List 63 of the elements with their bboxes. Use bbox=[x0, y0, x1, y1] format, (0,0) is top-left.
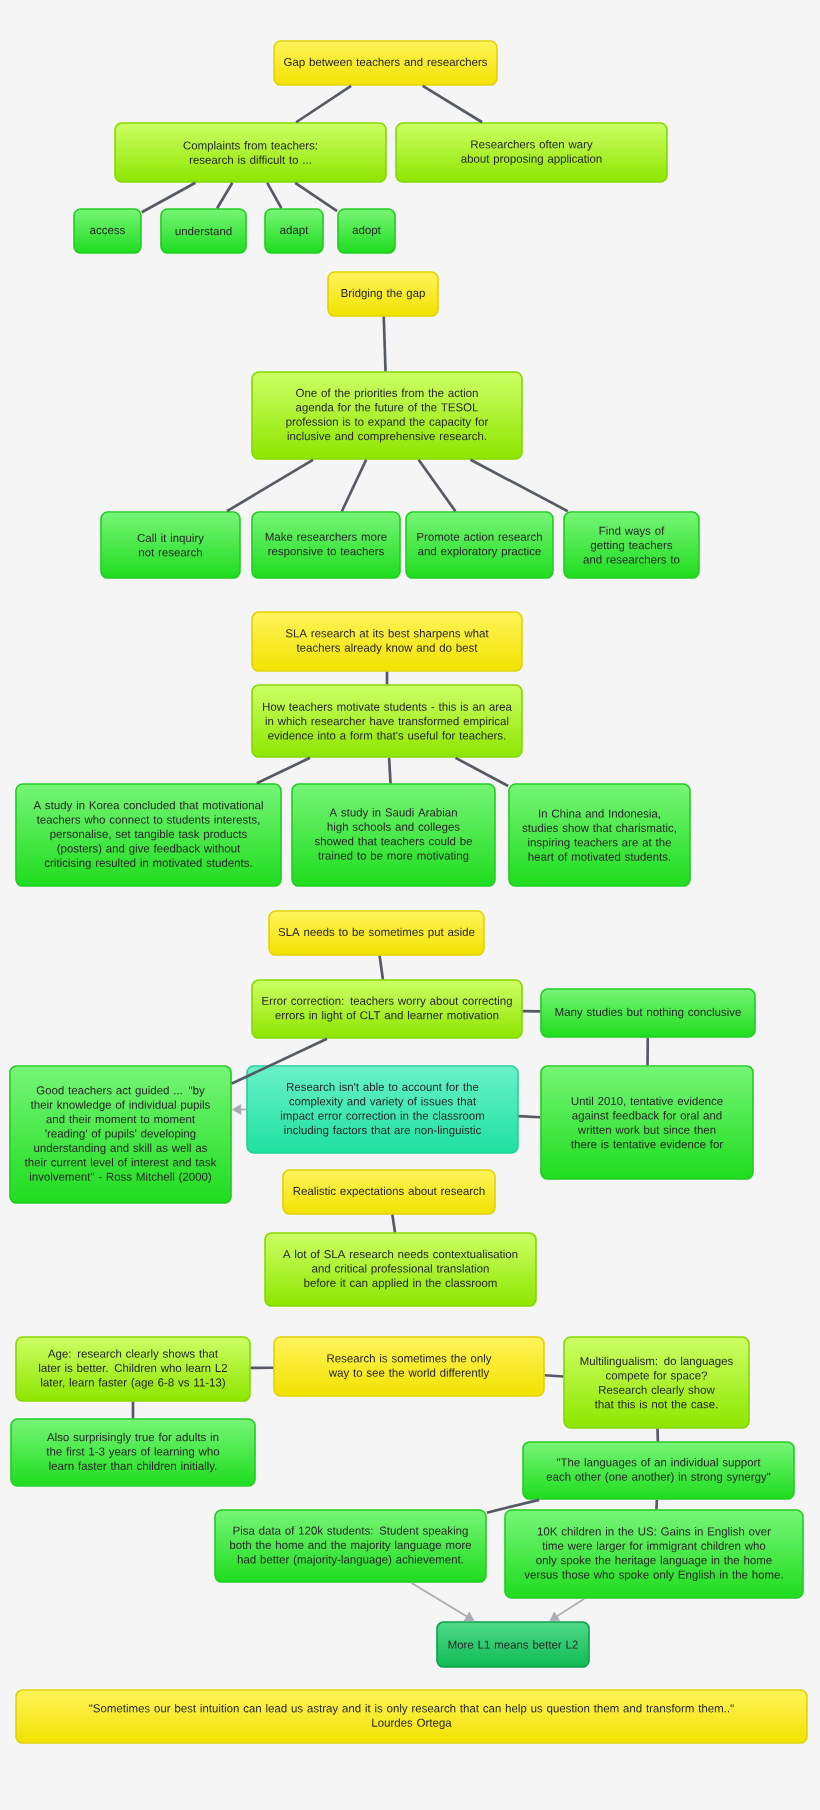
note-box: Good teachers act guided ... "by their knowledge of individual pupils and their moment to moment 'reading' of pupils' developing understanding and skill as well as their current level of interest and task involvement" - Ross Mitchell (2000) bbox=[9, 1065, 232, 1204]
topic-box: Age: research clearly shows that later is better. Children who learn L2 later, learn faster (age 6-8 vs 11-13) bbox=[15, 1336, 251, 1402]
topic-box: One of the priorities from the action agenda for the future of the TESOL profession is to expand the capacity for inclusive and comprehensive research. bbox=[251, 371, 523, 460]
note-box: A study in Saudi Arabian high schools and colleges showed that teachers could be trained to be more motivating bbox=[291, 783, 496, 887]
note-box: Call it inquiry not research bbox=[100, 511, 241, 579]
connector-line bbox=[387, 757, 392, 784]
note-box: adopt bbox=[337, 208, 396, 254]
connector-line bbox=[295, 84, 352, 124]
connector-line bbox=[256, 756, 311, 785]
connector-line bbox=[544, 1373, 564, 1378]
conclusion-box: More L1 means better L2 bbox=[436, 1621, 590, 1668]
note-box: Until 2010, tentative evidence against feedback for oral and written work but since then there is tentative evidence for bbox=[540, 1065, 754, 1180]
heading-box: Realistic expectations about research bbox=[282, 1169, 496, 1215]
connector-line bbox=[486, 1498, 540, 1514]
topic-box: How teachers motivate students - this is an area in which researcher have transformed empirical evidence into a form that's useful for teachers. bbox=[251, 684, 523, 758]
note-box: Find ways of getting teachers and researchers to bbox=[563, 511, 700, 579]
topic-box: Error correction: teachers worry about correcting errors in light of CLT and learner motivation bbox=[251, 979, 523, 1039]
topic-box: A lot of SLA research needs contextualisation and critical professional translation before it can applied in the classroom bbox=[264, 1232, 537, 1307]
note-box: Many studies but nothing conclusive bbox=[540, 988, 756, 1038]
note-box: Also surprisingly true for adults in the first 1-3 years of learning who learn faster than children initially. bbox=[10, 1418, 256, 1487]
connector-line bbox=[266, 182, 283, 209]
heading-box: Bridging the gap bbox=[327, 271, 439, 317]
note-box: 10K children in the US: Gains in English over time were larger for immigrant children who only spoke the heritage language in the home versus those who spoke only English in the home. bbox=[504, 1509, 804, 1599]
heading-box: SLA research at its best sharpens what teachers already know and do best bbox=[251, 611, 523, 672]
connector-line bbox=[417, 459, 457, 512]
connector-line bbox=[382, 316, 387, 372]
connector-line bbox=[655, 1499, 659, 1510]
connector-line bbox=[378, 955, 385, 980]
connector-line bbox=[226, 458, 314, 513]
topic-box: Complaints from teachers: research is difficult to ... bbox=[114, 122, 387, 183]
heading-box: "Sometimes our best intuition can lead us astray and it is only research that can help us question them and transform them.." Lourdes Ortega bbox=[15, 1689, 808, 1744]
connector-line bbox=[385, 671, 389, 685]
connector-line bbox=[422, 84, 483, 124]
heading-box: Research is sometimes the only way to see the world differently bbox=[273, 1336, 545, 1397]
arrow bbox=[549, 1597, 586, 1622]
connector-line bbox=[391, 1214, 397, 1233]
connector-line bbox=[250, 1366, 274, 1370]
connector-line bbox=[469, 458, 569, 513]
note-box: understand bbox=[160, 208, 247, 254]
note-box: access bbox=[73, 208, 142, 254]
note-box: adapt bbox=[264, 208, 324, 254]
note-box: Research isn't able to account for the complexity and variety of issues that impact error correction in the classroom including factors that are non-linguistic bbox=[246, 1065, 519, 1154]
connector-line bbox=[656, 1428, 660, 1442]
connector-line bbox=[141, 181, 197, 214]
connector-line bbox=[216, 182, 234, 209]
heading-box: SLA needs to be sometimes put aside bbox=[268, 910, 485, 956]
connector-line bbox=[522, 1009, 541, 1013]
connector-line bbox=[518, 1114, 541, 1119]
connector-line bbox=[340, 459, 368, 512]
topic-box: Multilingualism: do languages compete for space? Research clearly show that this is not the case. bbox=[563, 1336, 750, 1429]
connector-line bbox=[131, 1401, 135, 1419]
note-box: Pisa data of 120k students: Student speaking both the home and the majority language more had better (majority-language) achievement. bbox=[214, 1509, 487, 1583]
note-box: "The languages of an individual support each other (one another) in strong synergy" bbox=[522, 1441, 795, 1500]
note-box: Promote action research and exploratory practice bbox=[405, 511, 554, 579]
connector-line bbox=[646, 1037, 650, 1066]
connector-line bbox=[294, 181, 338, 213]
heading-box: Gap between teachers and researchers bbox=[273, 40, 498, 86]
note-box: Make researchers more responsive to teachers bbox=[251, 511, 401, 579]
connector-line bbox=[454, 756, 509, 788]
note-box: In China and Indonesia, studies show that charismatic, inspiring teachers are at the heart of motivated students. bbox=[508, 783, 691, 887]
note-box: A study in Korea concluded that motivational teachers who connect to students interests, personalise, set tangible task products (posters) and give feedback without criticising resulted in motivated students. bbox=[15, 783, 282, 887]
topic-box: Researchers often wary about proposing application bbox=[395, 122, 668, 183]
connector-line bbox=[231, 1037, 328, 1085]
